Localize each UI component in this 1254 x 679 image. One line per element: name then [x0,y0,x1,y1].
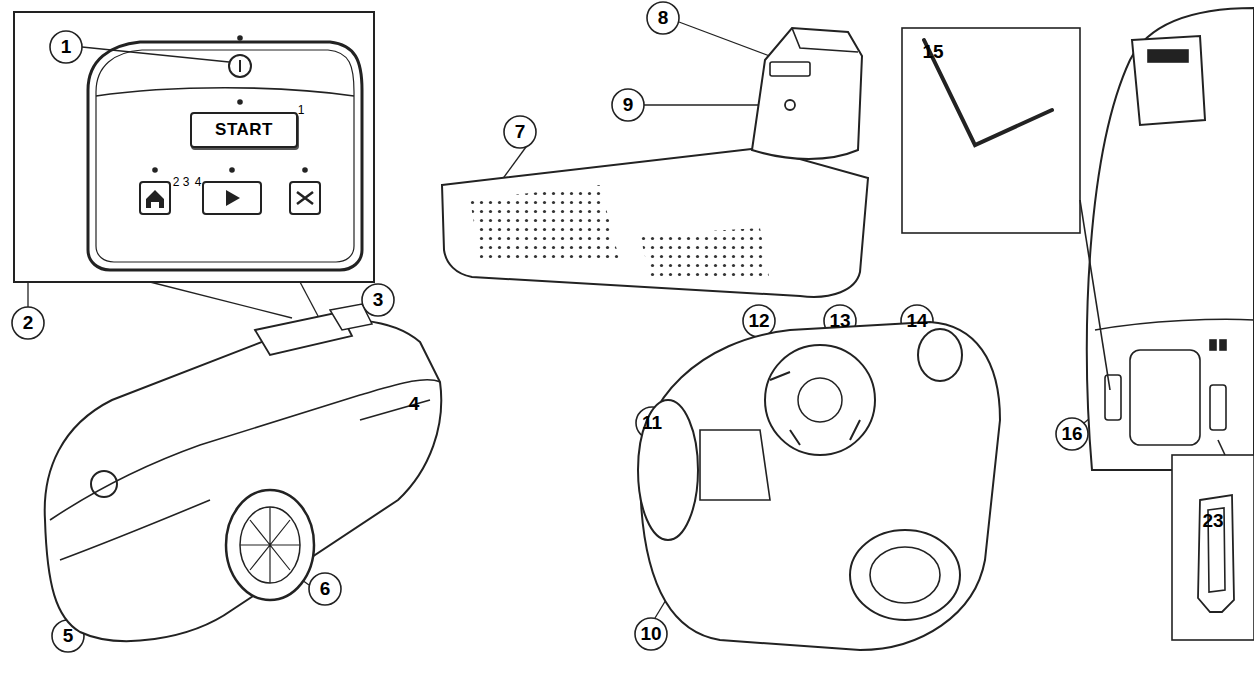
tower-edge [792,28,858,52]
callout-circle [1056,418,1088,450]
callout-number: 6 [309,573,341,605]
leader-line [1218,440,1225,455]
footnote-mark: 4 [195,176,202,188]
blades [770,372,860,445]
charging-contacts [770,62,810,76]
callout-number: 1 [50,31,82,63]
callout-number: 16 [1056,418,1088,450]
home-icon [146,190,164,208]
callout-number: 14 [901,305,933,337]
callout-number: 4 [398,388,430,420]
power-symbol [239,60,241,72]
control-panel [88,42,362,270]
callout-number: 8 [647,2,679,34]
indicator-dot [153,168,157,172]
blade-disc [765,345,875,455]
callout-number: 11 [636,407,668,439]
footnote-mark: 2 [173,176,180,188]
indicator-dot [238,36,242,40]
callout-number: 15 [917,36,949,68]
callout-number: 23 [1197,505,1229,537]
fuse-clip [1198,495,1234,612]
fuse-slot [1210,385,1226,430]
indicator-dot [238,100,242,104]
led-hole [785,100,795,110]
indicator-dot [230,168,234,172]
wheel-hub [240,507,300,583]
callout-circles [12,2,1229,652]
leader-line [150,282,292,318]
panel-inner [96,50,354,262]
rear-cover [1130,350,1200,445]
carry-handle [1132,36,1205,125]
callout-number: 3 [362,284,394,316]
skid-plate [700,430,770,500]
callout-number: 5 [52,620,84,652]
rear-wheel [850,530,960,620]
callout-circle [504,116,536,148]
leader-line [679,22,775,58]
body-seam [60,500,210,560]
leader-line [1080,200,1110,390]
callout-circle [50,31,82,63]
mode-button [290,182,320,214]
leader-line [82,47,229,62]
front-wheel [918,329,962,381]
start-button: START [190,112,298,148]
callout-circle [309,573,341,605]
plate-pattern [640,228,770,282]
mode-icon [297,192,313,204]
home-button [140,182,170,214]
fuse [1220,340,1226,350]
wheel-hub [870,547,940,603]
wheel-spokes [240,507,300,583]
callout-circle [362,284,394,316]
callout-number: 10 [635,618,667,650]
callout-circle [647,2,679,34]
leader-line [300,282,318,316]
body-seam [360,400,430,420]
play-icon [226,190,240,206]
mower-body [45,320,442,641]
footnote-mark: 3 [183,176,190,188]
callout-circle [12,307,44,339]
indicator-dot [303,168,307,172]
callout-circle [612,89,644,121]
mower-rear [1087,8,1254,470]
callout-number: 7 [504,116,536,148]
stop-handle [330,304,372,330]
button-label: START [215,120,273,140]
panel-divider [96,88,354,96]
charging-plate [442,148,868,297]
callout-circle [635,618,667,650]
footnote-mark: 1 [298,104,305,116]
inset-frame [902,28,1080,233]
power-button [229,55,251,77]
tool-slot [1105,375,1121,420]
handle-logo [1148,50,1188,62]
plate-pattern [470,185,620,262]
rear-seam [1095,319,1254,330]
callout-number: 12 [743,305,775,337]
logo-badge [91,471,117,497]
leader-line [27,282,28,307]
fuse [1210,340,1216,350]
callout-number: 2 [12,307,44,339]
charging-tower [752,28,862,159]
play-button [203,182,261,214]
inset-frame [1172,455,1254,640]
callout-number: 13 [824,305,856,337]
drive-wheel [226,490,314,600]
callout-number: 9 [612,89,644,121]
inset-frame [14,12,374,282]
blade-hub [798,378,842,422]
